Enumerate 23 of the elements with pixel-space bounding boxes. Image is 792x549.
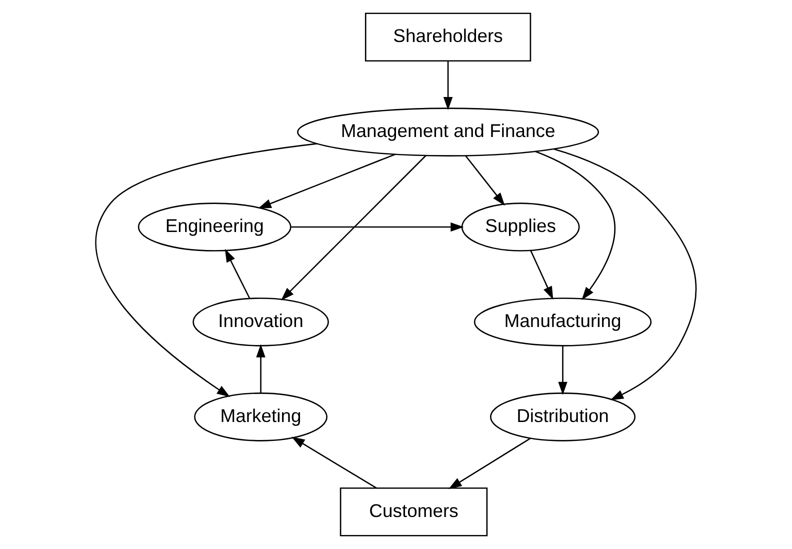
node-box: Customers	[340, 487, 488, 536]
arrow	[534, 150, 616, 300]
arrow	[465, 155, 505, 206]
arrow	[258, 154, 396, 209]
node-ellipse: Distribution	[490, 392, 636, 442]
arrow	[95, 143, 318, 398]
node-ellipse: Marketing	[194, 392, 328, 442]
node-ellipse: Supplies	[461, 202, 580, 252]
arrow	[443, 61, 453, 110]
node-ellipse: Engineering	[138, 202, 292, 252]
arrow	[256, 344, 266, 394]
node-ellipse: Innovation	[192, 298, 329, 346]
node-ellipse: Manufacturing	[474, 298, 652, 346]
arrow	[280, 155, 426, 300]
arrow	[224, 248, 250, 299]
node-ellipse: Management and Finance	[297, 108, 599, 156]
node-box: Shareholders	[364, 12, 532, 62]
arrow	[448, 438, 531, 490]
arrow	[554, 148, 697, 400]
arrow	[530, 250, 554, 300]
arrow	[558, 346, 568, 396]
arrow	[292, 436, 377, 489]
arrow	[291, 222, 464, 232]
